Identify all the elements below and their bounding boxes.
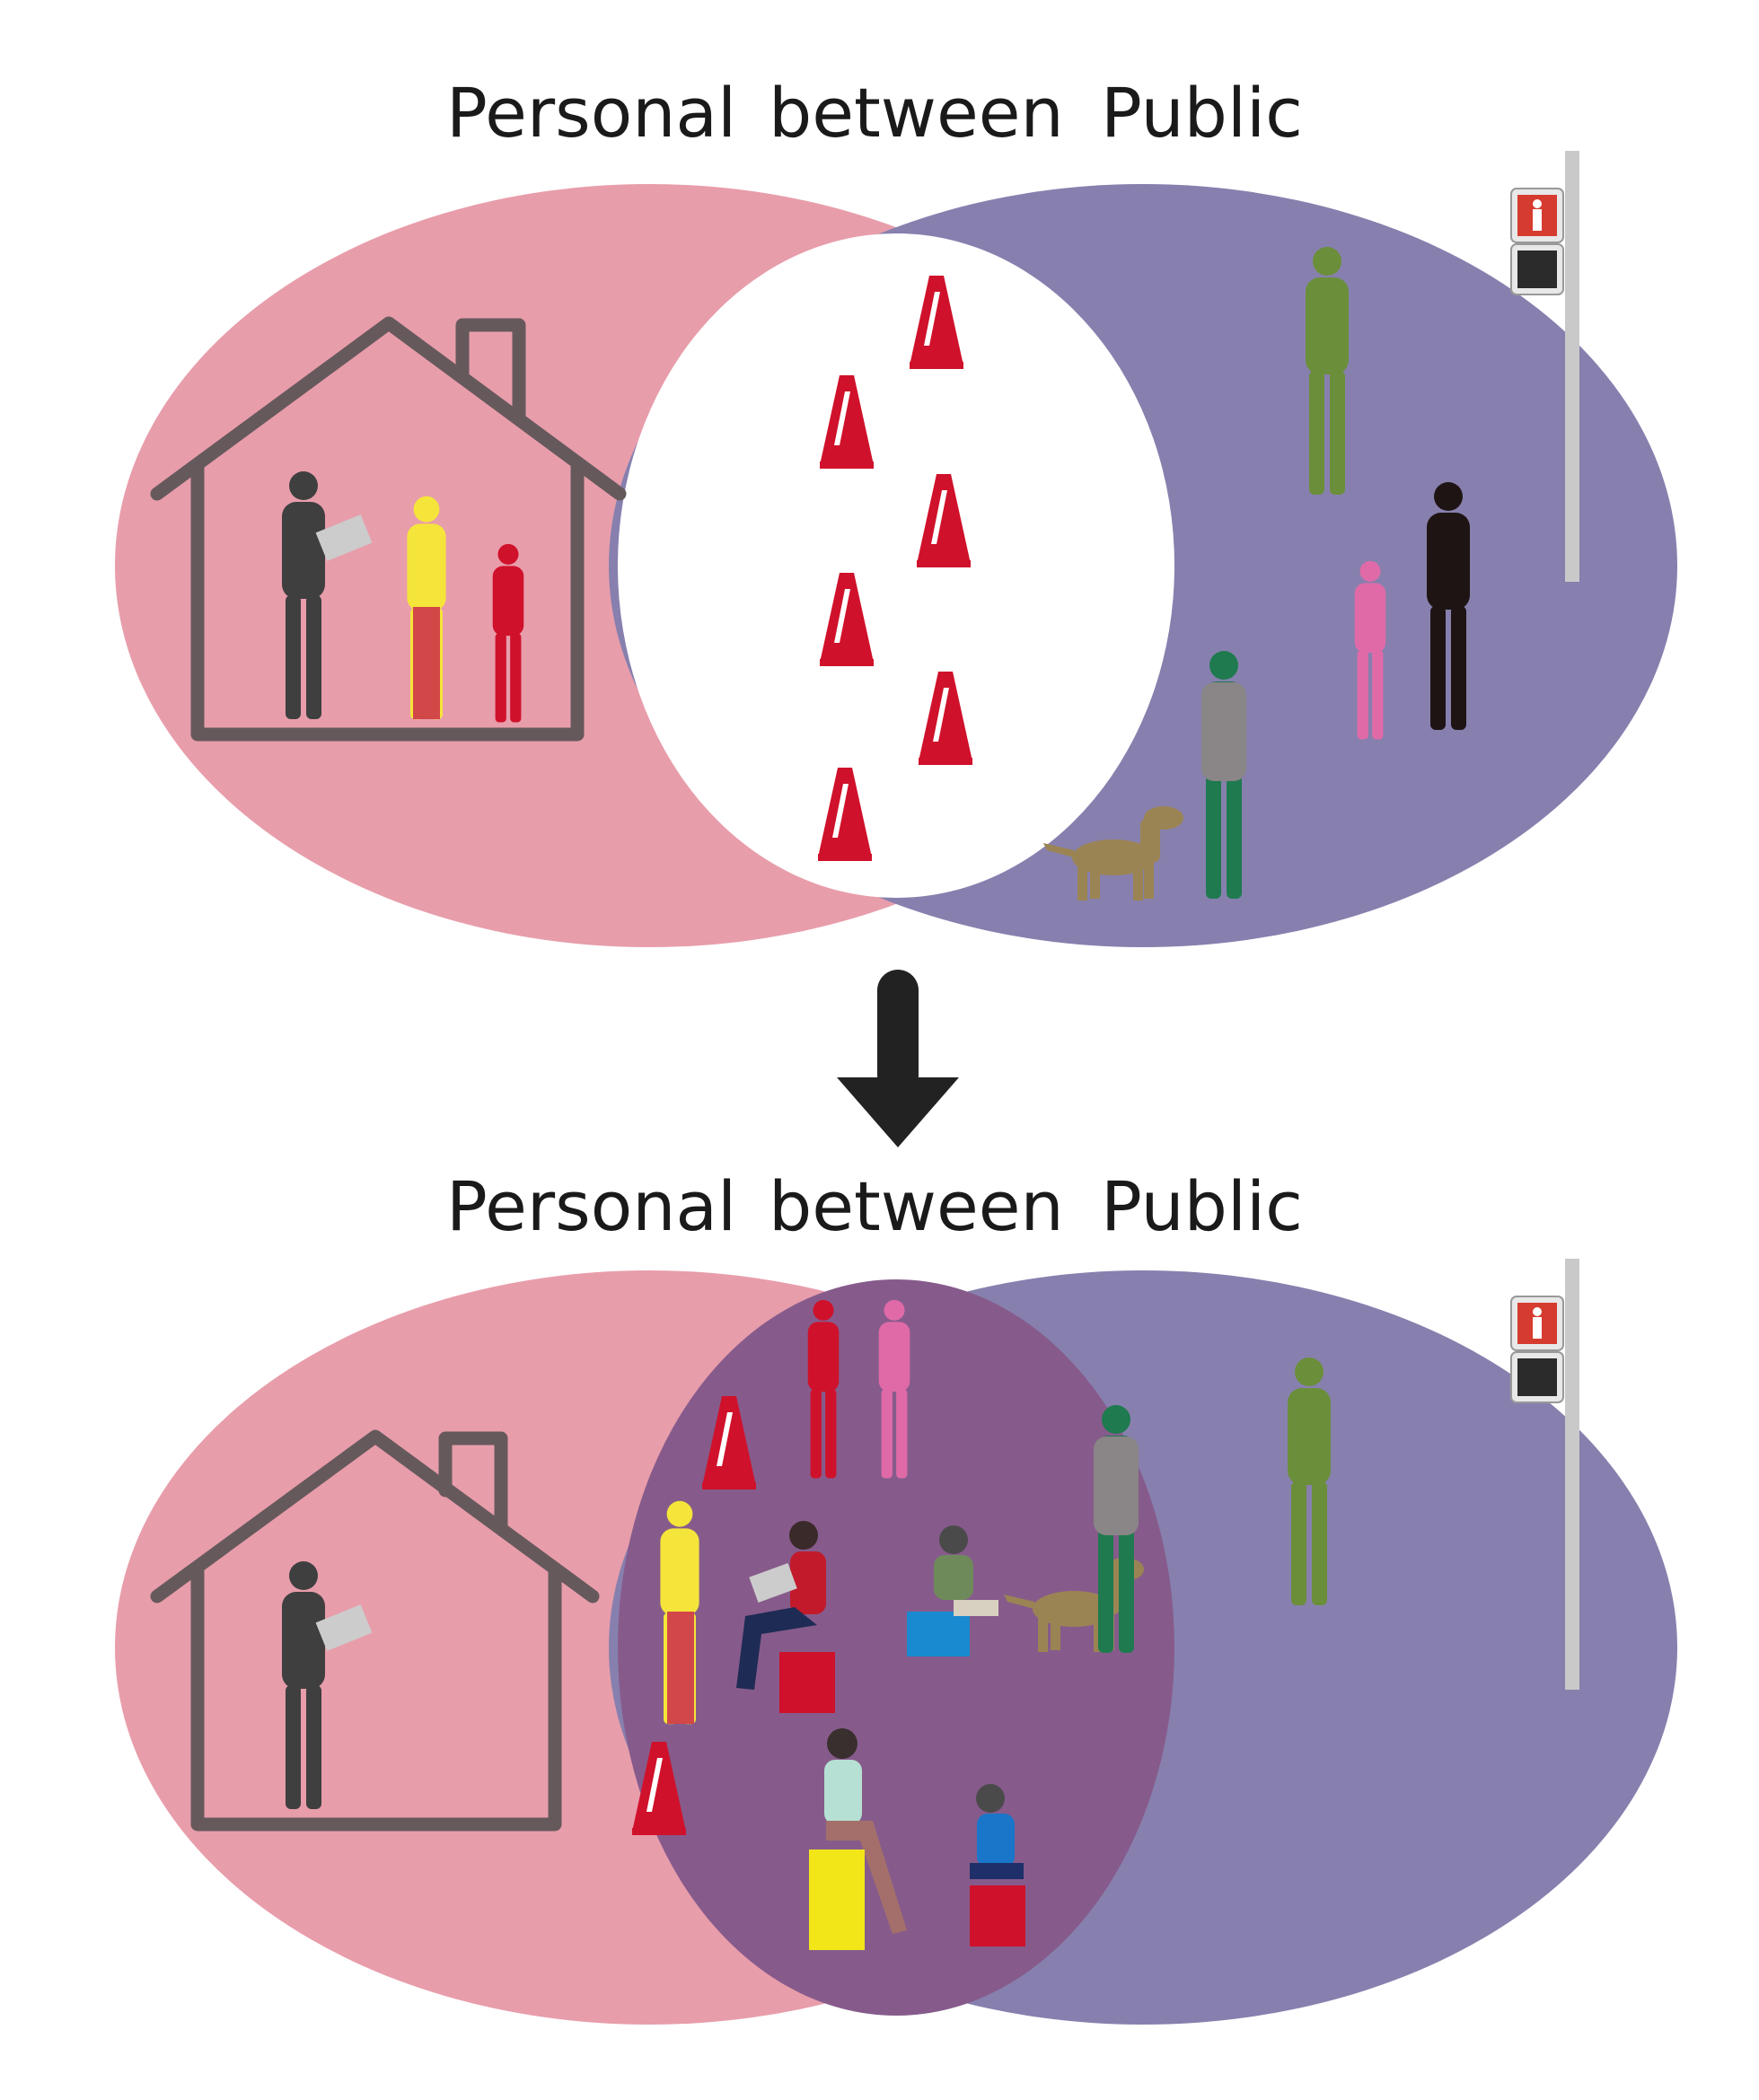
person-woman-reading-seated xyxy=(736,1521,835,1713)
label-public: Public xyxy=(1101,73,1303,153)
label-personal: Personal xyxy=(446,1166,736,1246)
house-icon xyxy=(150,1429,600,1832)
tablet-icon xyxy=(315,1604,373,1651)
between-zone xyxy=(618,1279,1174,2016)
house-icon xyxy=(150,316,627,742)
pedestrian-signal-icon xyxy=(1510,1259,1579,1690)
tablet-icon xyxy=(749,1563,797,1603)
old-man-shirt xyxy=(1201,682,1246,781)
person-woman-legs xyxy=(667,1612,694,1724)
pedestrian-signal-icon xyxy=(1510,151,1579,582)
tablet-icon xyxy=(315,514,373,561)
label-personal: Personal xyxy=(446,73,736,153)
label-between: between xyxy=(769,73,1064,153)
down-arrow-icon xyxy=(837,970,959,1147)
person-woman-seated-yellow-box xyxy=(809,1728,907,1950)
bottom-panel: Personal between Public xyxy=(115,1166,1677,2025)
label-public: Public xyxy=(1101,1166,1303,1246)
label-between: between xyxy=(769,1166,1064,1246)
person-woman-legs xyxy=(413,607,440,719)
between-zone xyxy=(618,233,1174,898)
person-boy-seated-blue xyxy=(970,1784,1025,1946)
top-panel: Personal between Public xyxy=(115,73,1677,947)
person-boy-seated-box xyxy=(907,1525,998,1656)
old-man-shirt xyxy=(1094,1437,1139,1535)
